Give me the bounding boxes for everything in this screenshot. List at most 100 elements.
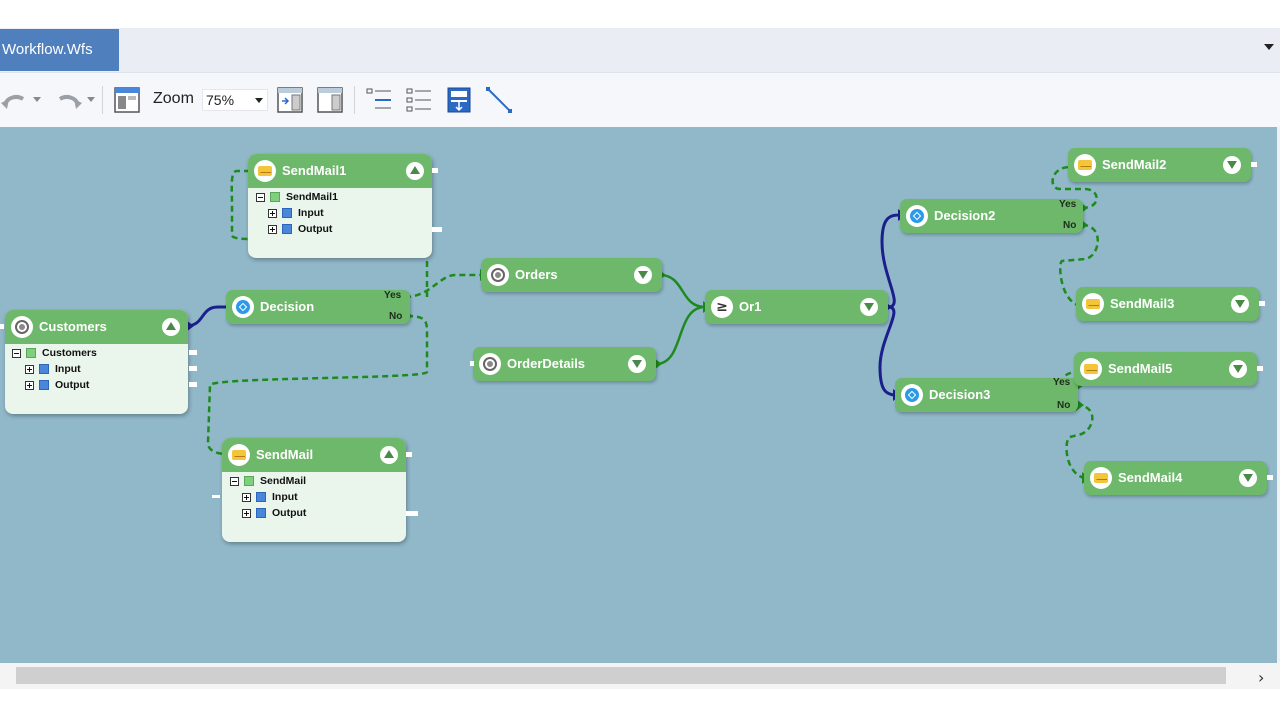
tab-list-dropdown[interactable]	[1264, 44, 1274, 50]
output-port[interactable]	[1259, 301, 1265, 306]
scroll-right-icon[interactable]: ›	[1258, 668, 1265, 687]
field-group-icon	[256, 492, 266, 502]
wire-or1-decision2	[880, 213, 901, 309]
tree-item-output[interactable]: Output	[25, 377, 89, 393]
table-icon	[270, 192, 280, 202]
input-port[interactable]	[212, 495, 220, 498]
connector-button[interactable]	[484, 86, 514, 114]
node-sendmail2[interactable]: SendMail2	[1068, 148, 1251, 182]
field-group-icon	[282, 208, 292, 218]
node-sendmail4[interactable]: SendMail4	[1084, 461, 1267, 495]
layout-button[interactable]	[112, 86, 142, 114]
expand-icon[interactable]	[242, 492, 251, 502]
field-group-icon	[39, 364, 49, 374]
list-expand-button[interactable]	[404, 86, 434, 114]
tree-item-output[interactable]: Output	[268, 221, 332, 237]
expand-icon[interactable]	[628, 355, 646, 373]
wire-sendmail1-loop	[230, 169, 429, 297]
undo-dropdown[interactable]	[32, 86, 42, 114]
output-port[interactable]	[432, 227, 442, 232]
chevron-down-icon	[33, 97, 41, 102]
input-port[interactable]	[470, 361, 474, 366]
or-gate-icon: ≥	[711, 296, 733, 318]
tree-item-input[interactable]: Input	[242, 489, 298, 505]
node-header[interactable]: SendMail	[222, 438, 406, 472]
undo-button[interactable]	[0, 86, 32, 114]
output-port[interactable]	[406, 511, 418, 516]
tree-root[interactable]: SendMail1	[256, 189, 338, 205]
expand-icon[interactable]	[25, 380, 34, 390]
node-orders[interactable]: Orders	[481, 258, 662, 292]
collapse-icon[interactable]	[406, 162, 424, 180]
output-port[interactable]	[1251, 162, 1257, 167]
bottom-margin	[0, 689, 1280, 720]
datasource-icon	[487, 264, 509, 286]
redo-dropdown[interactable]	[86, 86, 96, 114]
add-panel-button[interactable]	[275, 86, 305, 114]
expand-icon[interactable]	[25, 364, 34, 374]
save-layout-button[interactable]	[444, 86, 474, 114]
tab-workflow[interactable]: Workflow.Wfs	[0, 29, 119, 71]
vertical-scrollbar[interactable]	[1277, 127, 1280, 663]
expand-icon[interactable]	[860, 298, 878, 316]
node-or1[interactable]: ≥ Or1	[705, 290, 888, 324]
expand-icon[interactable]	[1239, 469, 1257, 487]
workflow-canvas[interactable]: Customers Customers Input Output Decisio…	[0, 127, 1277, 663]
node-header[interactable]: Customers	[5, 310, 188, 344]
node-orderdetails[interactable]: OrderDetails	[473, 347, 656, 381]
node-sendmail5[interactable]: SendMail5	[1074, 352, 1257, 386]
expand-icon[interactable]	[268, 224, 277, 234]
tree-item-input[interactable]: Input	[268, 205, 324, 221]
expand-icon[interactable]	[242, 508, 251, 518]
collapse-icon[interactable]	[162, 318, 180, 336]
connection-lines	[185, 161, 1099, 484]
redo-button[interactable]	[50, 86, 84, 114]
collapse-icon[interactable]	[256, 192, 265, 202]
expand-icon[interactable]	[634, 266, 652, 284]
expand-icon[interactable]	[1231, 295, 1249, 313]
node-sendmail3[interactable]: SendMail3	[1076, 287, 1259, 321]
node-customers[interactable]: Customers Customers Input Output	[5, 310, 188, 414]
chevron-down-icon	[255, 98, 263, 103]
node-title: SendMail5	[1108, 361, 1173, 376]
output-port[interactable]	[1267, 475, 1273, 480]
output-port[interactable]	[189, 382, 197, 387]
node-sendmail[interactable]: SendMail SendMail Input Output	[222, 438, 406, 542]
output-port[interactable]	[189, 350, 197, 355]
decision-icon	[906, 205, 928, 227]
expand-icon[interactable]	[268, 208, 277, 218]
table-icon	[26, 348, 36, 358]
zoom-select[interactable]: 75%	[202, 89, 268, 111]
output-port[interactable]	[189, 366, 197, 371]
node-sendmail1[interactable]: SendMail1 SendMail1 Input Output	[248, 154, 432, 258]
output-port[interactable]	[1257, 366, 1263, 371]
wire-decision2-no-sendmail3	[1059, 223, 1099, 307]
node-title: SendMail2	[1102, 157, 1167, 172]
scrollbar-thumb[interactable]	[16, 667, 1226, 684]
expand-icon[interactable]	[1223, 156, 1241, 174]
node-decision3[interactable]: Decision3	[895, 378, 1078, 412]
node-title: Or1	[739, 299, 762, 314]
output-port[interactable]	[406, 452, 412, 457]
yes-label: Yes	[384, 290, 402, 301]
node-decision[interactable]: Decision	[226, 290, 410, 324]
expand-icon[interactable]	[1229, 360, 1247, 378]
collapse-icon[interactable]	[12, 348, 21, 358]
no-label: No	[1063, 220, 1077, 231]
list-collapse-icon	[366, 88, 391, 109]
no-label: No	[1057, 400, 1071, 411]
tree-item-output[interactable]: Output	[242, 505, 306, 521]
remove-panel-button[interactable]	[315, 86, 345, 114]
output-port[interactable]	[432, 168, 438, 173]
tree-item-input[interactable]: Input	[25, 361, 81, 377]
tree-root[interactable]: SendMail	[230, 473, 306, 489]
input-port[interactable]	[0, 324, 4, 329]
chevron-down-icon	[87, 97, 95, 102]
remove-panel-icon	[317, 87, 343, 113]
collapse-icon[interactable]	[380, 446, 398, 464]
collapse-icon[interactable]	[230, 476, 239, 486]
node-decision2[interactable]: Decision2	[900, 199, 1083, 233]
tree-root[interactable]: Customers	[12, 345, 97, 361]
node-header[interactable]: SendMail1	[248, 154, 432, 188]
list-collapse-button[interactable]	[364, 86, 394, 114]
